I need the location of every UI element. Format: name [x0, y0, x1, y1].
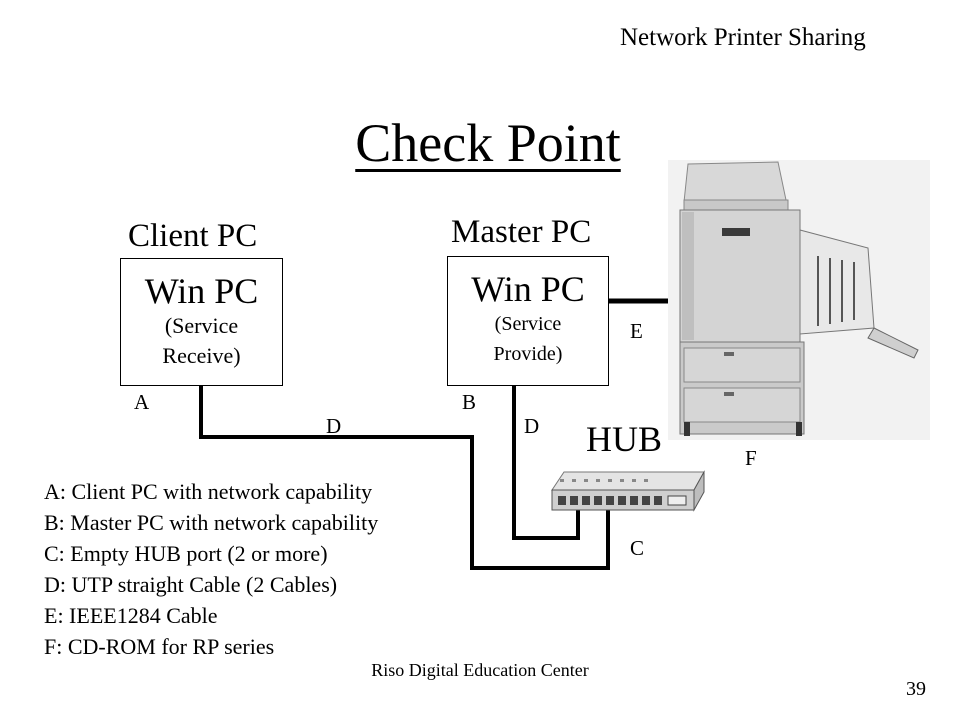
legend-item-d: D: UTP straight Cable (2 Cables) [44, 572, 338, 597]
footer-text: Riso Digital Education Center [371, 660, 589, 680]
hub-label: HUB [586, 419, 663, 459]
label-d-right: D [524, 414, 540, 438]
legend-list: A: Client PC with network capability B: … [44, 476, 378, 662]
label-e: E [630, 319, 643, 343]
section-title: Network Printer Sharing [620, 24, 866, 51]
master-pc-role-line1: (Service [494, 313, 562, 335]
client-pc-role-line1: (Service [164, 313, 239, 338]
legend-item-b: B: Master PC with network capability [44, 510, 379, 535]
label-c: C [630, 536, 645, 560]
legend-item-a: A: Client PC with network capability [44, 479, 373, 504]
label-d-left: D [326, 414, 342, 438]
page-title: Check Point [355, 113, 621, 173]
label-b: B [462, 390, 477, 414]
label-f: F [745, 446, 757, 470]
master-pc-name: Win PC [471, 269, 585, 309]
client-pc-heading: Client PC [128, 218, 258, 254]
master-pc-role-line2: Provide) [493, 343, 563, 365]
label-a: A [134, 390, 150, 414]
legend-item-f: F: CD-ROM for RP series [44, 634, 275, 659]
legend-item-e: E: IEEE1284 Cable [44, 603, 218, 628]
master-pc-box: Win PC (Service Provide) [447, 256, 609, 386]
network-hub-icon [551, 470, 705, 512]
legend-item-c: C: Empty HUB port (2 or more) [44, 541, 328, 566]
cable-d-master [512, 386, 580, 540]
cable-d-client [199, 386, 610, 570]
client-pc-name: Win PC [144, 271, 259, 311]
master-pc-heading: Master PC [451, 214, 592, 250]
page-number: 39 [906, 678, 926, 700]
client-pc-role-line2: Receive) [162, 343, 241, 368]
printer-image [668, 160, 930, 440]
client-pc-box: Win PC (Service Receive) [120, 258, 283, 386]
